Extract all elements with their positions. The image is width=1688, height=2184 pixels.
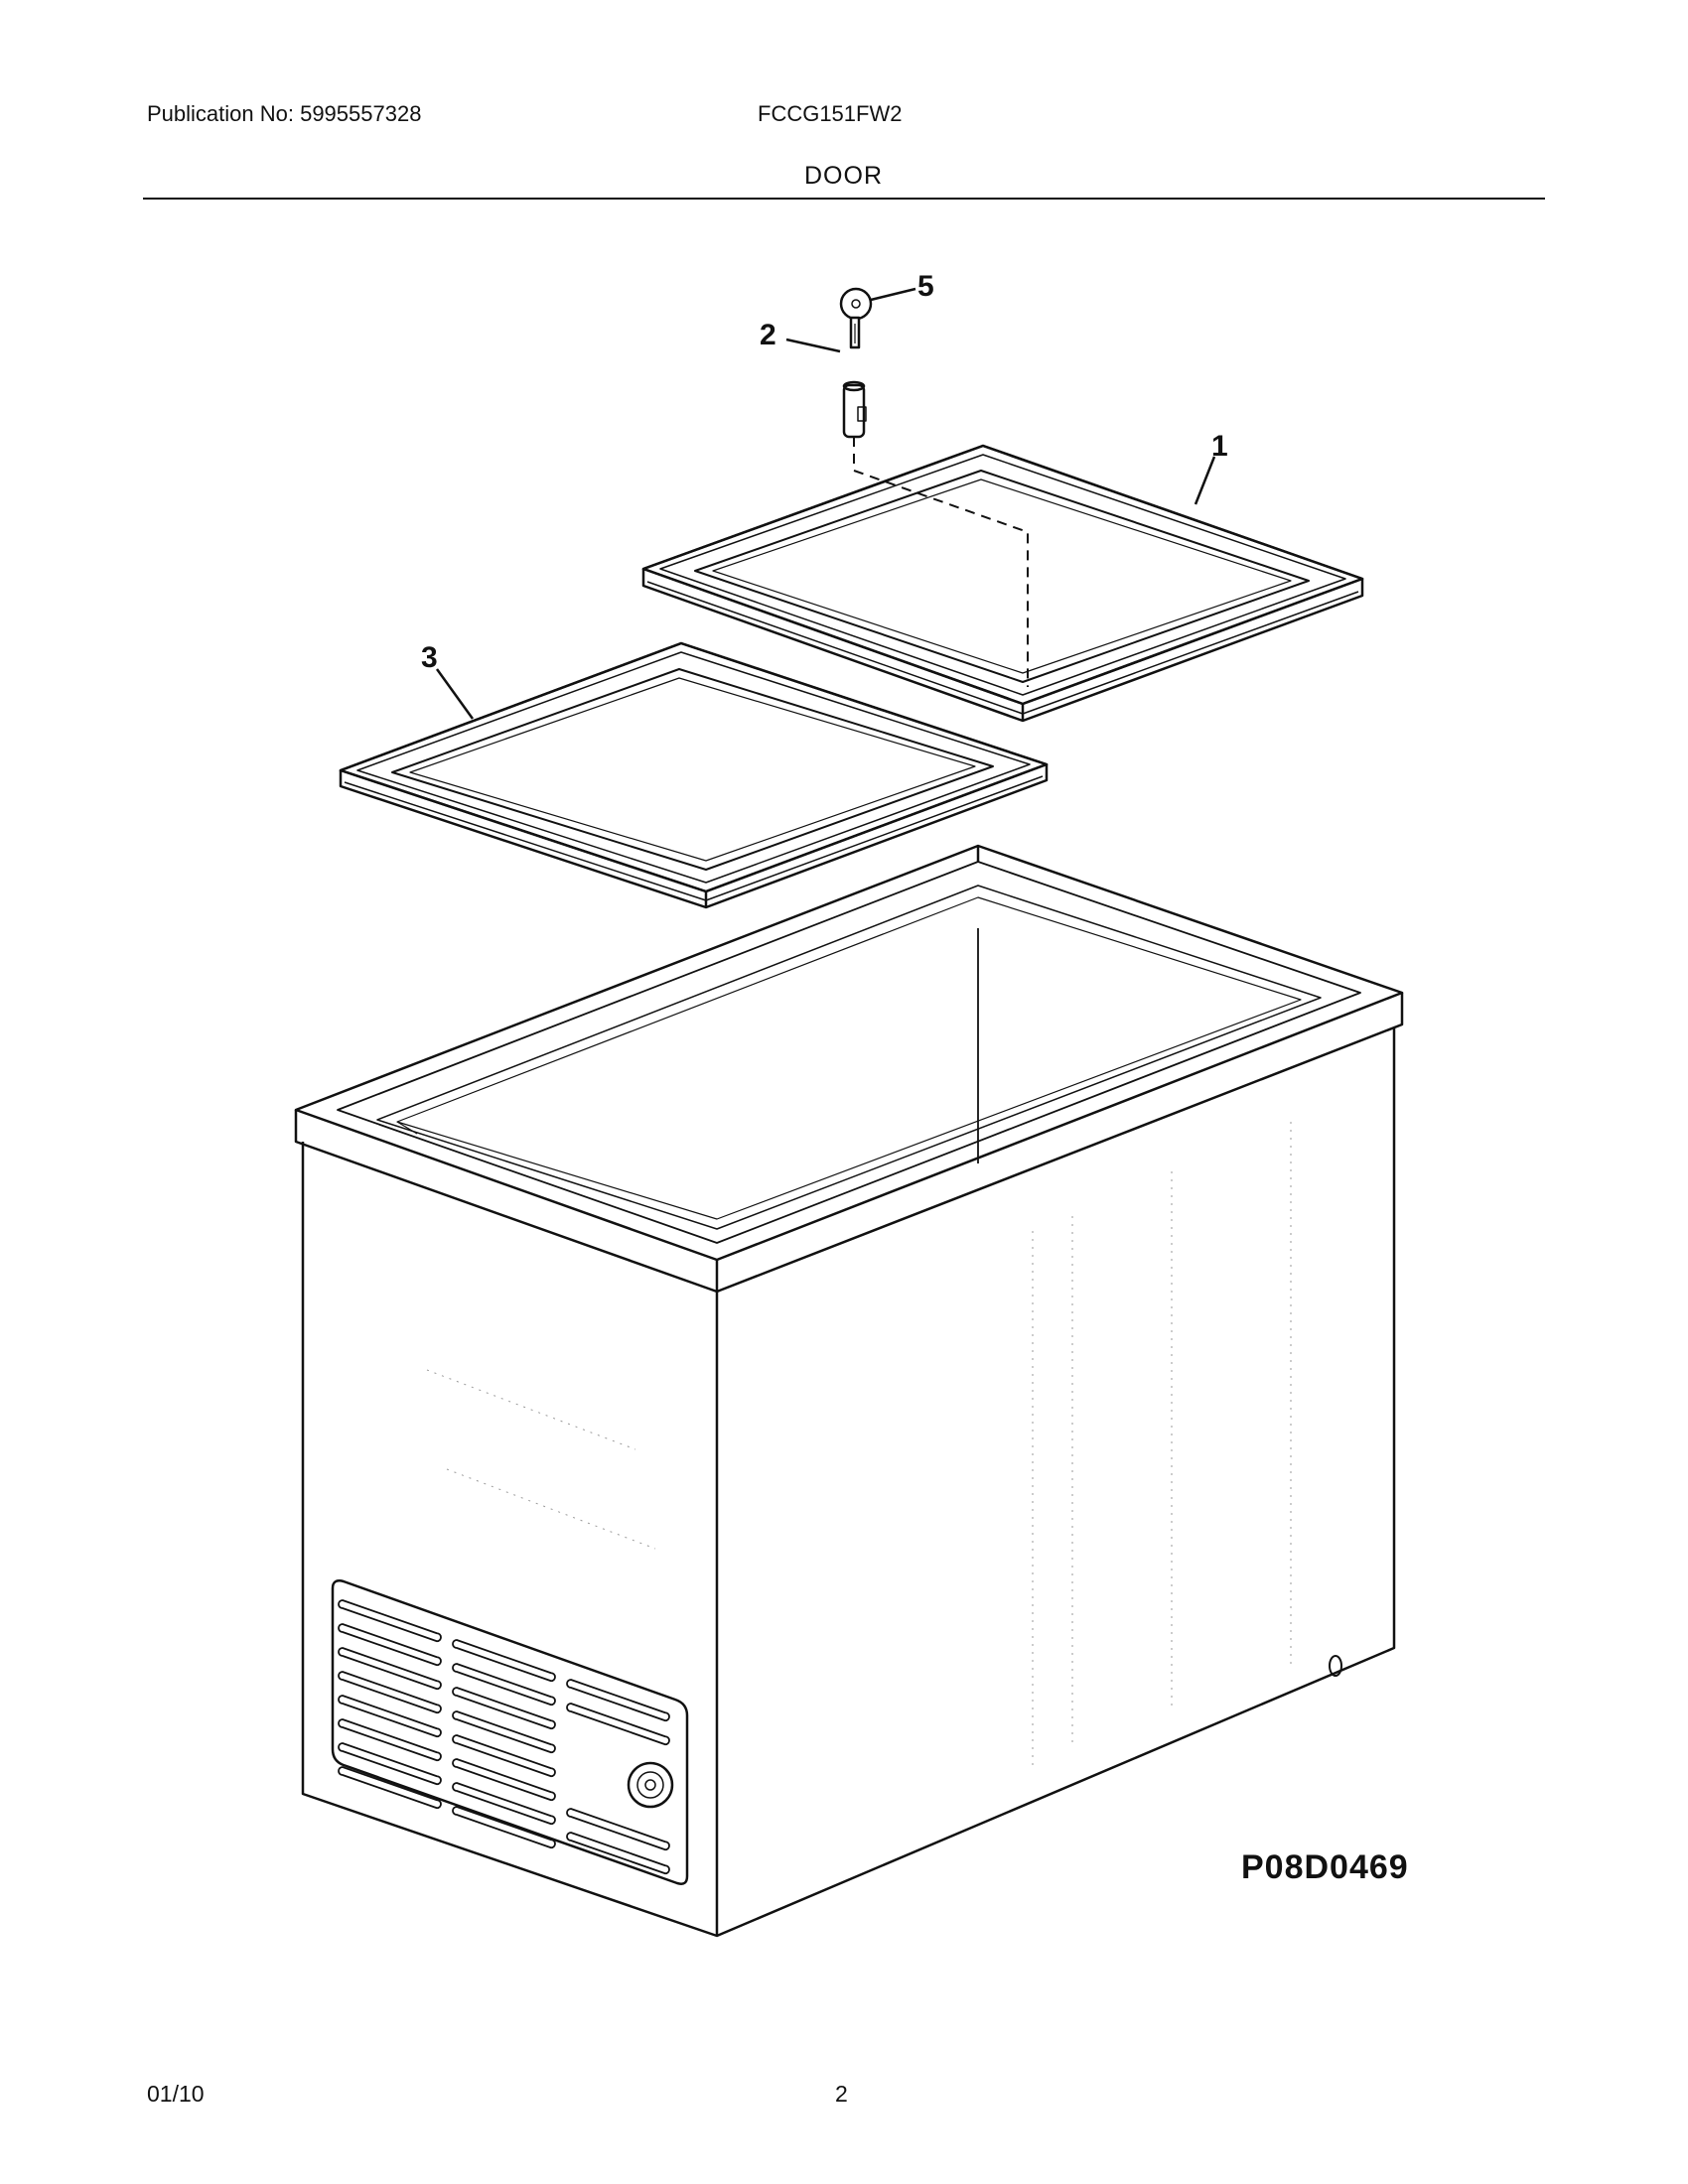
section-title: DOOR xyxy=(804,162,883,190)
vent-slot xyxy=(452,1710,556,1754)
vent-slot xyxy=(338,1623,442,1667)
vent-slot xyxy=(452,1687,556,1730)
page-number: 2 xyxy=(835,2081,848,2107)
header-rule xyxy=(143,198,1545,200)
figure-id: P08D0469 xyxy=(1241,1848,1409,1886)
vent-slot xyxy=(566,1679,670,1722)
front-grille xyxy=(331,1579,689,1885)
vent-slot xyxy=(452,1663,556,1706)
key-part xyxy=(839,287,873,349)
callout-3: 3 xyxy=(421,641,438,674)
vent-slot xyxy=(452,1639,556,1683)
lock-part xyxy=(842,380,867,439)
vent-slot xyxy=(566,1832,670,1875)
callout-5: 5 xyxy=(917,270,934,303)
vent-slot xyxy=(452,1806,556,1849)
publication-number: Publication No: 5995557328 xyxy=(147,101,422,126)
footer-date: 01/10 xyxy=(147,2081,205,2107)
freezer-cabinet xyxy=(294,844,1404,1938)
vent-slot xyxy=(338,1647,442,1691)
vent-slot xyxy=(338,1742,442,1786)
vent-slot xyxy=(338,1718,442,1762)
model-number: FCCG151FW2 xyxy=(758,101,903,126)
callout-1: 1 xyxy=(1211,430,1228,463)
gasket-part xyxy=(339,641,1049,909)
vent-slot xyxy=(338,1599,442,1643)
leader-line-2 xyxy=(785,338,841,353)
vent-slot xyxy=(566,1703,670,1746)
vent-slot xyxy=(338,1695,442,1738)
vent-slot xyxy=(566,1808,670,1851)
vent-slot xyxy=(338,1671,442,1714)
leader-line-5 xyxy=(870,287,916,302)
door-part xyxy=(641,437,1364,723)
vent-slot xyxy=(452,1734,556,1778)
leader-line-1 xyxy=(1194,456,1216,505)
vent-slot xyxy=(452,1758,556,1802)
leader-line-3 xyxy=(435,668,475,720)
vent-slot xyxy=(338,1766,442,1810)
callout-2: 2 xyxy=(760,319,776,351)
vent-slot xyxy=(452,1782,556,1826)
